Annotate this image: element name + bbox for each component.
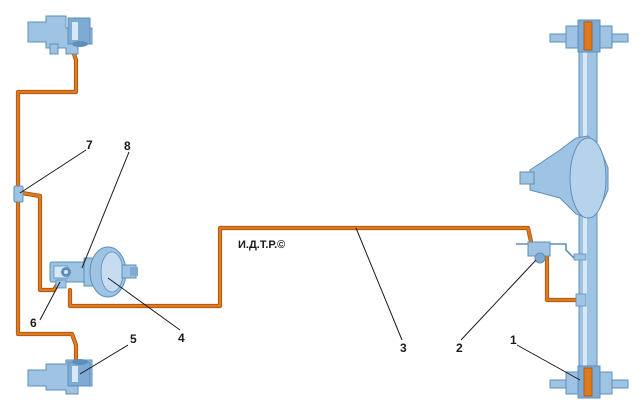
rear-axle-icon	[519, 19, 629, 399]
front-brake-caliper-icon	[27, 359, 93, 395]
callout-8: 8	[124, 139, 131, 153]
callout-6: 6	[30, 316, 37, 330]
main-rear-line	[67, 225, 535, 309]
pressure-regulator-icon	[516, 241, 587, 307]
rear-wheel-hub-icon	[549, 365, 629, 399]
callout-7: 7	[86, 138, 93, 152]
callout-2: 2	[456, 341, 463, 355]
vacuum-booster-icon	[83, 246, 138, 298]
callouts: 1 2 3 4 5 6 7 8	[30, 138, 517, 355]
tee-connector-icon	[13, 185, 24, 203]
callout-4: 4	[178, 331, 185, 345]
copyright-text: И.Д.Т.Р.©	[238, 239, 285, 251]
front-brake-caliper-icon	[27, 15, 93, 55]
leader-lines	[19, 149, 581, 381]
master-cylinder-icon	[49, 261, 87, 289]
callout-3: 3	[400, 341, 407, 355]
callout-5: 5	[130, 332, 137, 346]
front-line-top	[15, 45, 79, 188]
rear-wheel-hub-icon	[549, 19, 629, 53]
callout-1: 1	[510, 333, 517, 347]
